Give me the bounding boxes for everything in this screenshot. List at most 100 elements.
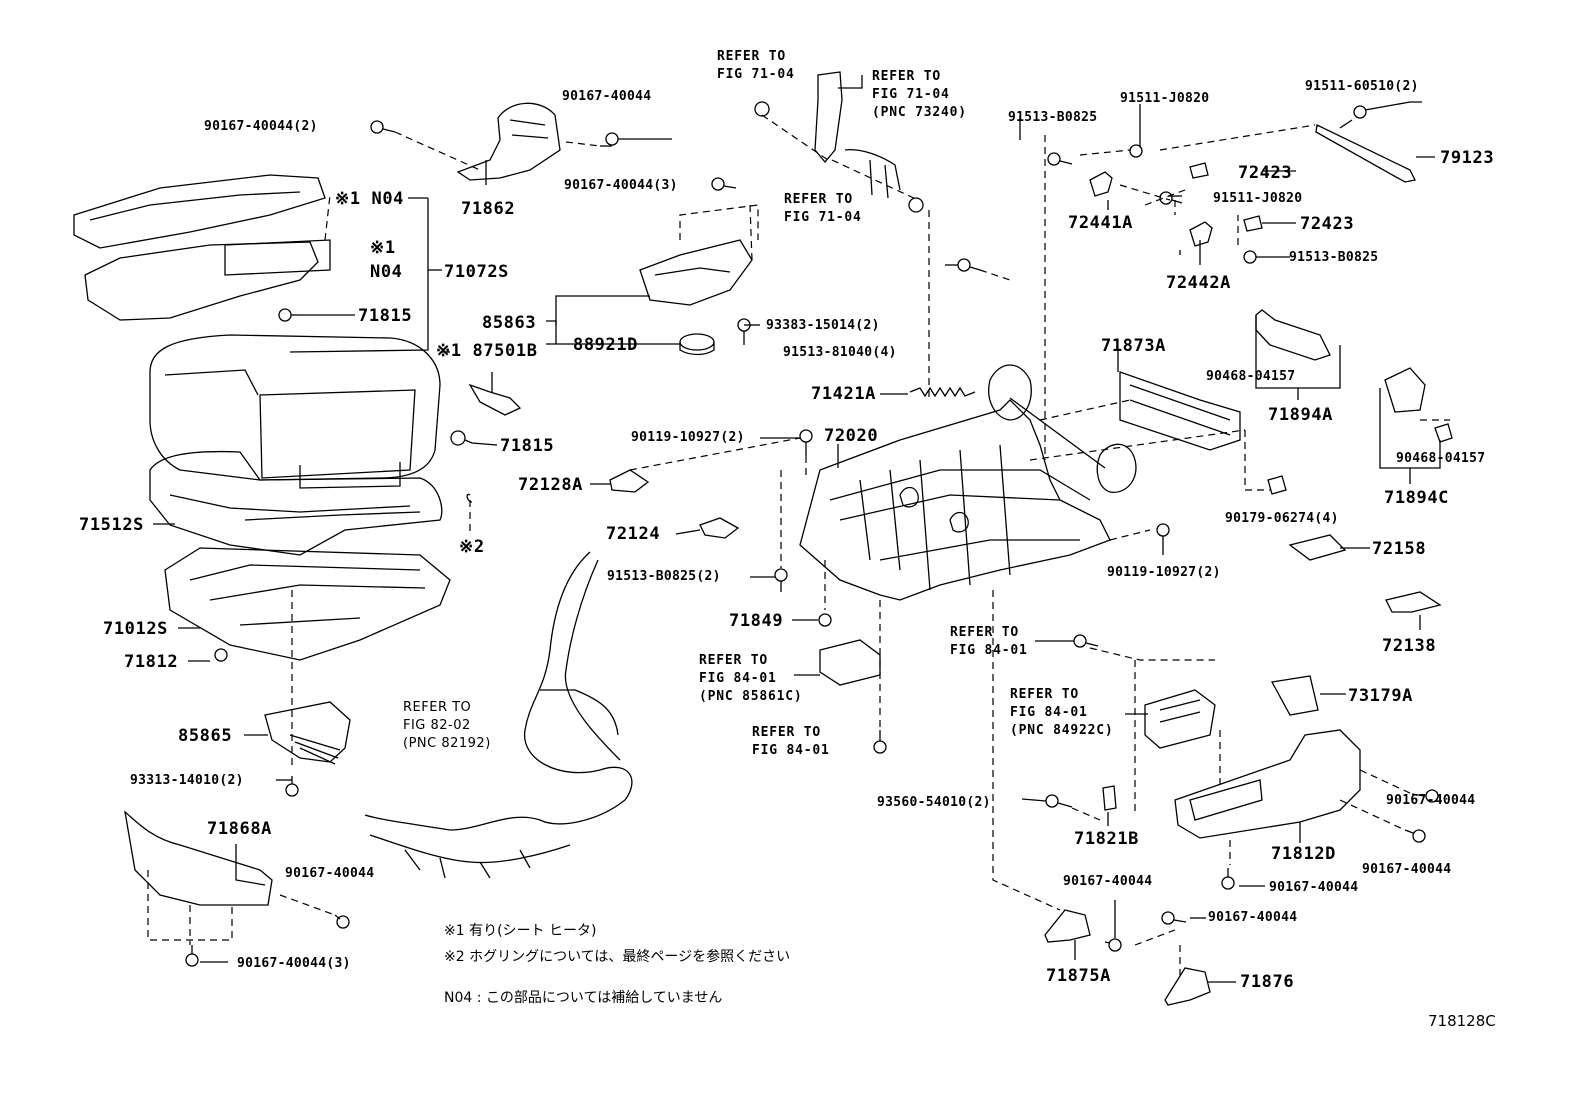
- recliner-bracket-illustrations: [1089, 162, 1263, 247]
- refer-to-label: REFER TO: [752, 725, 822, 740]
- part-90167-40044-label-r3: 90167-40044: [1063, 874, 1153, 889]
- dashed-guides-left: [147, 131, 481, 945]
- heater-connector-illustration: [468, 372, 522, 416]
- part-71862-label: 71862: [461, 199, 516, 219]
- dashed-guides-right: [1044, 124, 1450, 975]
- note-3: N04 : この部品については補給していません: [444, 990, 723, 1006]
- seat-heater-element-illustration: [73, 174, 331, 321]
- n04-label-b: N04: [370, 262, 403, 282]
- part-71876-label: 71876: [1240, 972, 1295, 992]
- refer-to-label: REFER TO: [950, 625, 1020, 640]
- part-71868a-label: 71868A: [207, 819, 273, 839]
- leader-lines-center: [485, 75, 1148, 802]
- part-90468-04157-label-a: 90468-04157: [1206, 369, 1296, 384]
- part-93383-15014-2-label: 93383-15014(2): [766, 318, 880, 333]
- power-seat-switch-illustration: [1144, 689, 1216, 749]
- refer-fig-label: FIG 71-04: [717, 67, 795, 82]
- part-73179a-label: 73179A: [1348, 686, 1414, 706]
- part-71894c-label: 71894C: [1384, 488, 1450, 508]
- part-90167-40044-3-label-top: 90167-40044(3): [564, 178, 678, 193]
- part-91511-j0820-label-b: 91511-J0820: [1213, 191, 1303, 206]
- diagram-id: 718128C: [1428, 1012, 1496, 1030]
- bolt-icons-center: [600, 101, 1170, 808]
- front-cover-illustration: [124, 810, 273, 906]
- part-91513-81040-4-label: 91513-81040(4): [783, 345, 897, 360]
- part-72138-label: 72138: [1382, 636, 1437, 656]
- refer-to-label: REFER TO: [872, 69, 942, 84]
- part-90167-40044-label-r1: 90167-40044: [1386, 793, 1476, 808]
- grommet-illustration: [679, 333, 715, 356]
- refer-pnc-label: (PNC 82192): [403, 736, 491, 751]
- part-90167-40044-label-r4: 90167-40044: [1269, 880, 1359, 895]
- part-90119-10927-2-label-b: 90119-10927(2): [1107, 565, 1221, 580]
- part-71072s-label: 71072S: [444, 262, 510, 282]
- part-90167-40044-label-top: 90167-40044: [562, 89, 652, 104]
- part-71812-label: 71812: [124, 652, 179, 672]
- part-72441a-label: 72441A: [1068, 213, 1134, 233]
- support-rod-illustration: [1315, 124, 1416, 183]
- part-71849-label: 71849: [729, 611, 784, 631]
- refer-pnc-label: (PNC 73240): [872, 105, 967, 120]
- part-71421a-label: 71421A: [811, 384, 877, 404]
- part-87501b-label: ※1 87501B: [436, 341, 538, 361]
- note-1: ※1 有り(シート ヒータ): [444, 923, 597, 939]
- part-72423-label-b: 72423: [1300, 214, 1355, 234]
- part-72158-label: 72158: [1372, 539, 1427, 559]
- part-91511-j0820-label-a: 91511-J0820: [1120, 91, 1210, 106]
- seat-frame-bracket-illustration: [1119, 371, 1241, 451]
- dashed-guides-center: [565, 114, 1270, 911]
- refer-pnc-label: (PNC 85861C): [699, 689, 803, 704]
- part-72442a-label: 72442A: [1166, 273, 1232, 293]
- refer-to-label: REFER TO: [717, 49, 787, 64]
- clip-illustrations-center: [609, 469, 740, 539]
- part-71012s-label: 71012S: [103, 619, 169, 639]
- refer-fig-71-04-b: REFER TO FIG 71-04 (PNC 73240): [872, 68, 967, 122]
- refer-fig-label: FIG 84-01: [699, 671, 777, 686]
- track-cover-illustrations: [1288, 534, 1442, 613]
- note-2: ※2 ホグリングについては、最終ページを参照ください: [444, 949, 791, 965]
- seat-side-cover-illustration: [1174, 675, 1361, 839]
- refer-to-label: REFER TO: [784, 192, 854, 207]
- part-71815-label-a: 71815: [358, 306, 413, 326]
- part-90167-40044-3-label-bottom: 90167-40044(3): [237, 956, 351, 971]
- part-91513-b0825-label-b: 91513-B0825: [1289, 250, 1379, 265]
- spring-illustration: [909, 386, 976, 398]
- part-91513-b0825-2-label: 91513-B0825(2): [607, 569, 721, 584]
- part-71873a-label: 71873A: [1101, 336, 1167, 356]
- hog-ring-illustration: [466, 493, 473, 503]
- part-72124-label: 72124: [606, 524, 661, 544]
- part-93560-54010-2-label: 93560-54010(2): [877, 795, 991, 810]
- side-bracket-illustration: [456, 102, 561, 181]
- part-79123-label: 79123: [1440, 148, 1495, 168]
- refer-fig-label: FIG 71-04: [784, 210, 862, 225]
- wire-harness-illustration: [364, 551, 633, 879]
- refer-fig-label: FIG 82-02: [403, 718, 471, 733]
- part-71821b-label: 71821B: [1074, 829, 1140, 849]
- part-71815-label-b: 71815: [500, 436, 555, 456]
- part-71894a-label: 71894A: [1268, 405, 1334, 425]
- part-71512s-label: 71512S: [79, 515, 145, 535]
- part-72020-label: 72020: [824, 426, 879, 446]
- part-90468-04157-label-b: 90468-04157: [1396, 451, 1486, 466]
- refer-pnc-label: (PNC 84922C): [1010, 723, 1114, 738]
- refer-fig-label: FIG 71-04: [872, 87, 950, 102]
- refer-fig-71-04-c: REFER TO FIG 71-04: [784, 191, 862, 227]
- part-90167-40044-label-r5: 90167-40044: [1208, 910, 1298, 925]
- seat-cushion-pad-illustration: [149, 334, 441, 489]
- part-88921d-label: 88921D: [573, 335, 639, 355]
- part-72423-label-a: 72423: [1238, 163, 1293, 183]
- seat-switch-base-illustration: [639, 204, 759, 306]
- part-90167-40044-label-left: 90167-40044: [285, 866, 375, 881]
- part-90179-06274-4-label: 90179-06274(4): [1225, 511, 1339, 526]
- bolt-icons-left: [185, 120, 473, 967]
- buckle-illustration: [814, 71, 901, 199]
- hinge-cover-illustrations: [1044, 909, 1211, 1006]
- part-91513-b0825-label-a: 91513-B0825: [1008, 110, 1098, 125]
- connector-illustration: [1102, 785, 1117, 811]
- n04-label-a: ※1 N04: [335, 189, 405, 209]
- seat-cushion-cover-illustration: [149, 450, 443, 556]
- refer-fig-label: FIG 84-01: [752, 743, 830, 758]
